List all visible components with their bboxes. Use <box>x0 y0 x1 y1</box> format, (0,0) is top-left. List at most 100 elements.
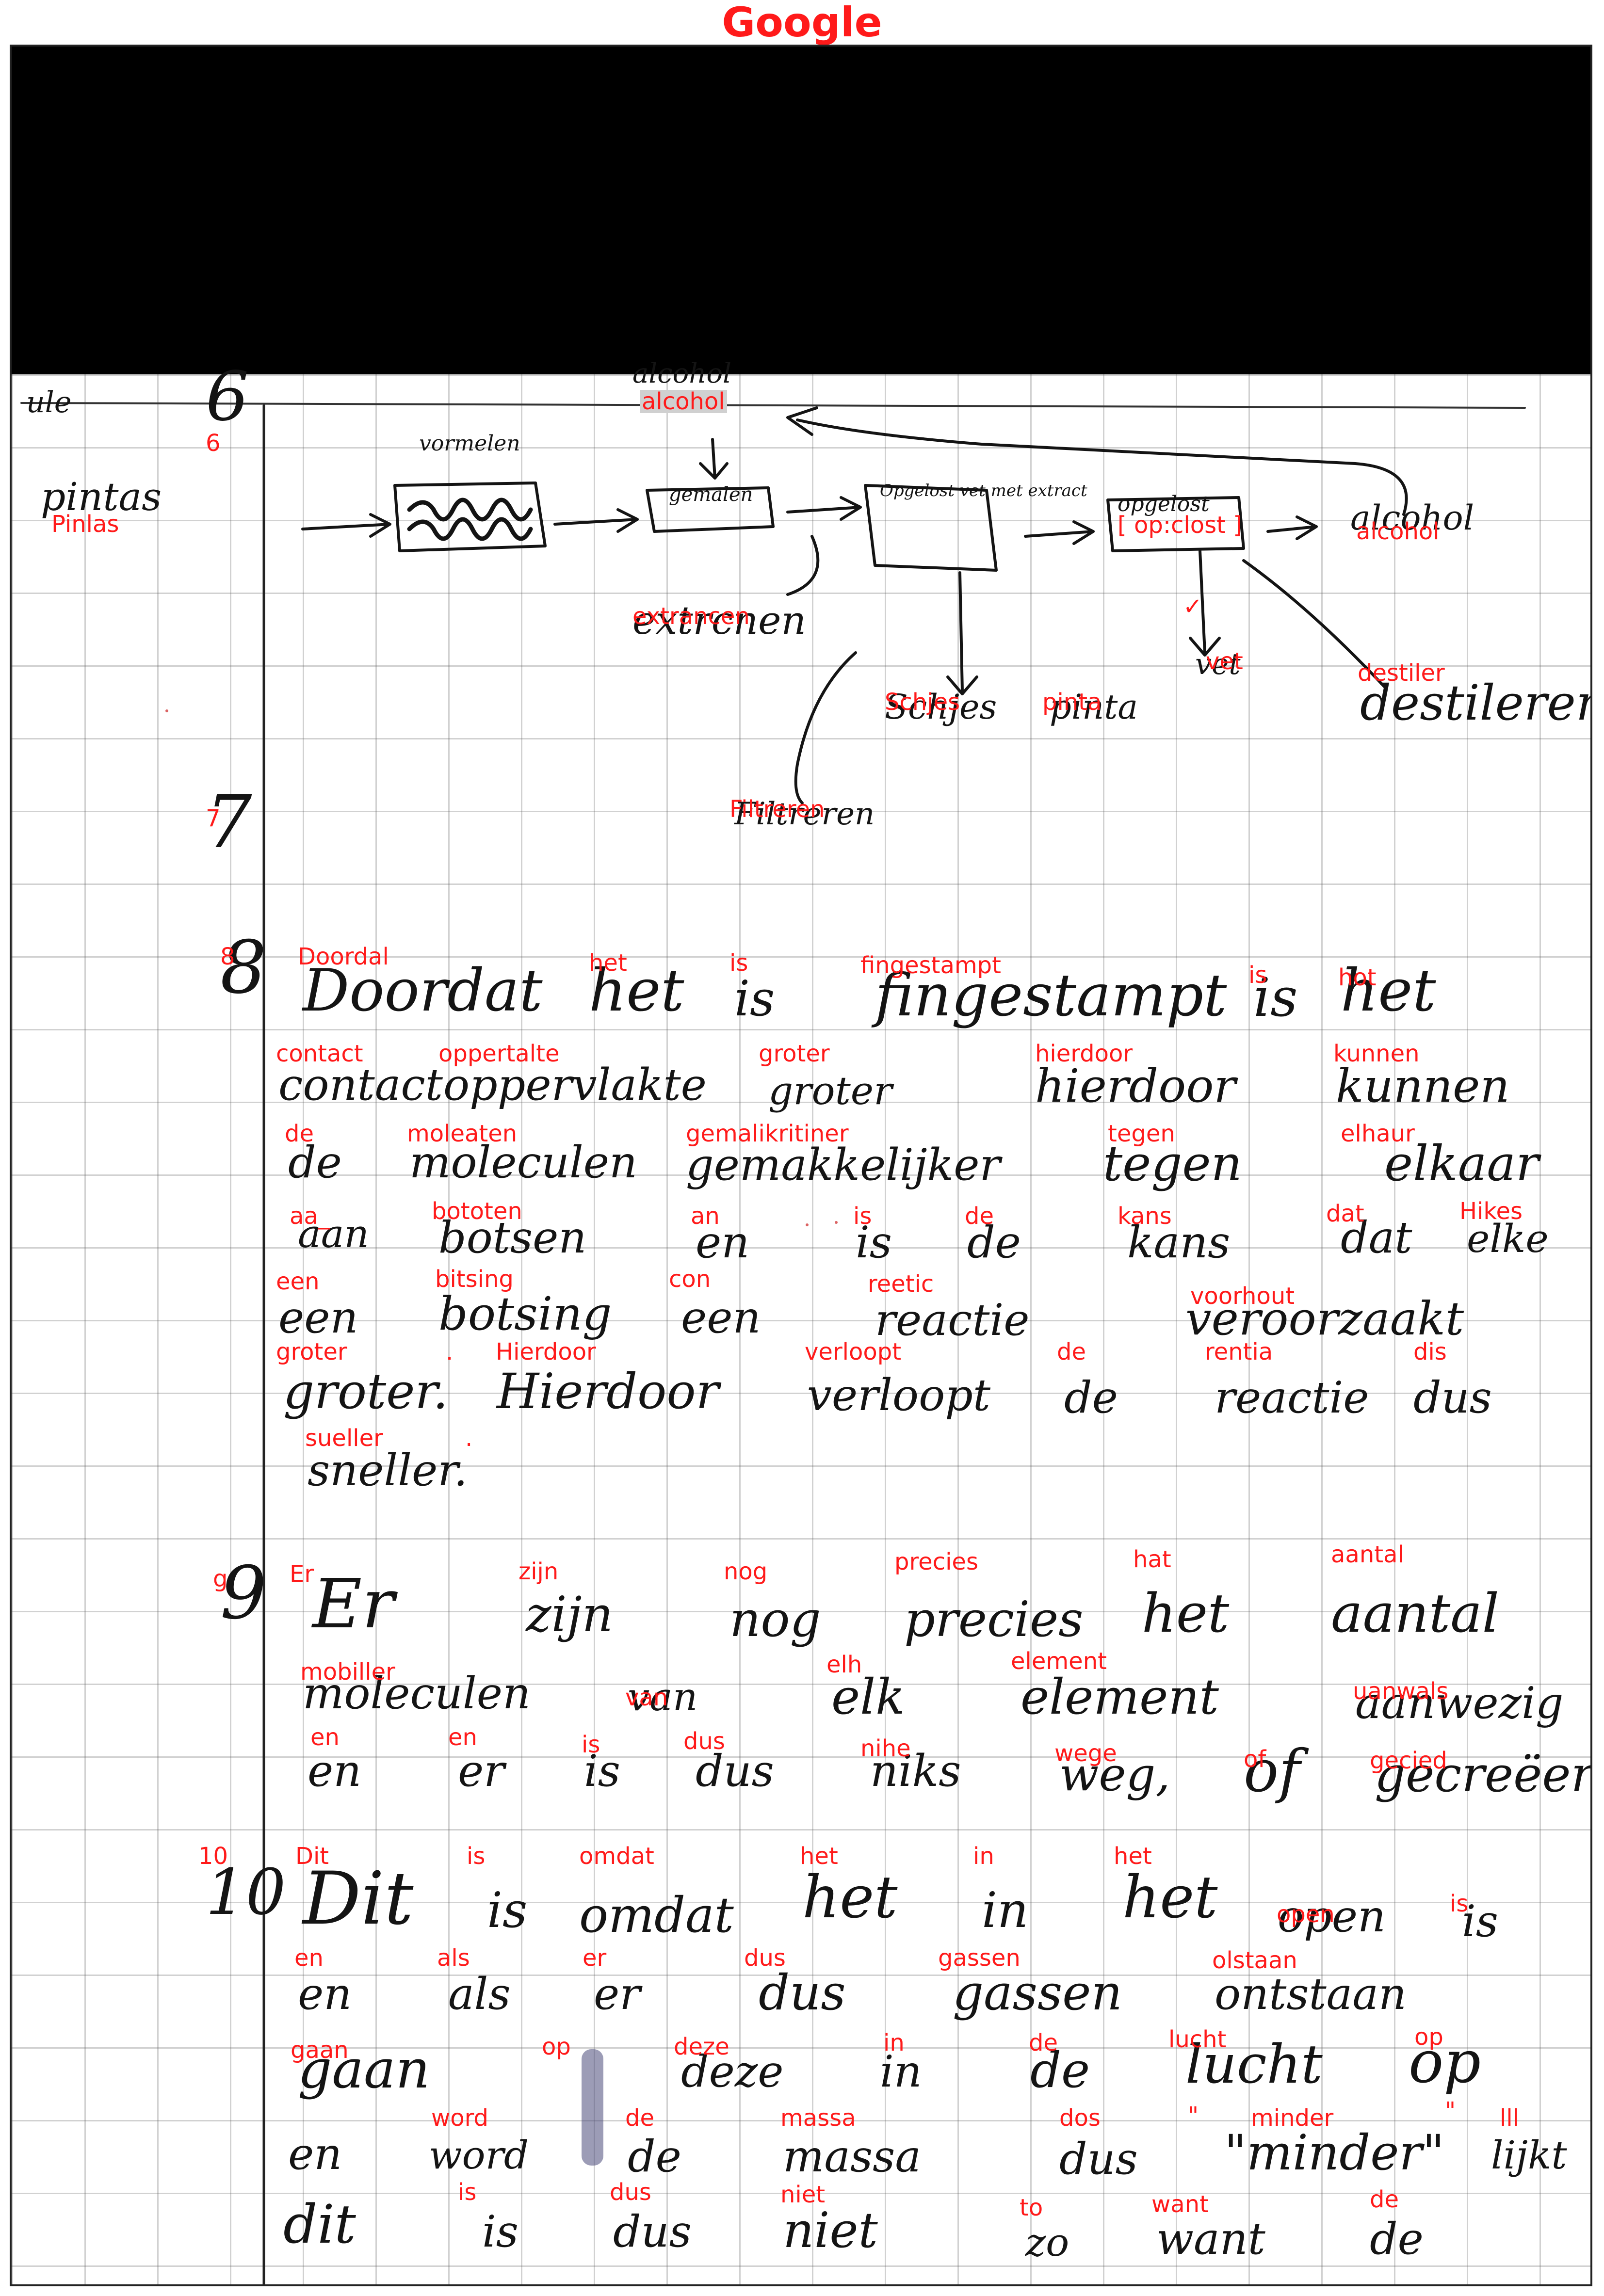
ocr-label: tegen <box>1108 1120 1175 1147</box>
handwritten-word: gemakkelijker <box>686 1139 1001 1190</box>
ocr-label: vet <box>1206 648 1243 675</box>
handwritten-word: reactie <box>875 1294 1030 1346</box>
ocr-label: is <box>458 2179 477 2206</box>
handwritten-word: Hierdoor <box>497 1363 719 1420</box>
handwritten-word: kunnen <box>1336 1060 1510 1113</box>
handwritten-word: botsing <box>438 1287 612 1341</box>
handwritten-word: en <box>288 2128 342 2180</box>
handwritten-word: Er <box>312 1565 395 1644</box>
ocr-label: 10 <box>198 1843 228 1870</box>
handwritten-word: massa <box>783 2131 922 2182</box>
handwritten-word: in <box>880 2046 922 2097</box>
handwritten-word: tegen <box>1103 1135 1242 1192</box>
ocr-label: bitsing <box>435 1266 514 1293</box>
handwritten-word: botsen <box>438 1212 587 1263</box>
handwritten-word: er <box>458 1745 505 1797</box>
ocr-label: groter <box>276 1338 347 1365</box>
handwritten-word: of <box>1244 1738 1300 1805</box>
ocr-label: hot <box>1338 964 1377 991</box>
handwritten-word: als <box>448 1968 511 2020</box>
ocr-label: lll <box>1500 2104 1520 2132</box>
ocr-label: het <box>800 1843 838 1870</box>
ocr-label: in <box>883 2029 905 2056</box>
ocr-label: uanwals <box>1353 1678 1449 1705</box>
ocr-label: en <box>310 1724 340 1751</box>
ocr-label: voorhout <box>1190 1283 1295 1310</box>
ocr-label: 6 <box>206 430 221 457</box>
ocr-label: Pinlas <box>51 511 119 538</box>
handwritten-word: is <box>482 2206 518 2257</box>
handwritten-word: vormelen <box>419 431 520 456</box>
handwritten-word: zijn <box>526 1586 614 1643</box>
handwritten-word: gecreëerd <box>1375 1746 1592 1803</box>
handwritten-word: er <box>594 1968 641 2020</box>
graph-paper <box>12 374 1590 2284</box>
handwritten-word: een <box>681 1292 761 1343</box>
ocr-label: dus <box>610 2179 651 2206</box>
ocr-label: . <box>446 1338 454 1365</box>
handwritten-word: elkaar <box>1384 1135 1539 1192</box>
ocr-label: lucht <box>1168 2026 1227 2053</box>
handwritten-word: lijkt <box>1491 2133 1567 2178</box>
handwritten-word: Opgelost vet met extract <box>880 481 1087 501</box>
ocr-label: dus <box>744 1944 786 1972</box>
ocr-label: de <box>285 1120 314 1147</box>
handwritten-word: ontstaan <box>1215 1968 1407 2020</box>
handwritten-word: groter <box>768 1068 892 1113</box>
ocr-label: oppertalte <box>438 1040 560 1067</box>
ocr-label: wege <box>1054 1740 1117 1767</box>
ocr-label: van <box>625 1684 668 1711</box>
handwritten-word: want <box>1156 2213 1265 2264</box>
handwritten-word: vet <box>1195 647 1241 681</box>
ocr-label: element <box>1011 1648 1107 1675</box>
ocr-label: is <box>582 1731 600 1758</box>
handwritten-word: ule <box>26 385 72 419</box>
ocr-label: to <box>1020 2194 1043 2221</box>
handwritten-word: aanwezig <box>1355 1677 1564 1729</box>
ocr-label: omdat <box>579 1843 654 1870</box>
handwritten-word: precies <box>904 1591 1084 1648</box>
handwritten-word: kans <box>1127 1217 1231 1268</box>
ocr-label: " <box>1188 2102 1199 2129</box>
handwritten-word: het <box>589 957 684 1025</box>
ocr-label: de <box>1370 2186 1399 2213</box>
ocr-label: is <box>853 1203 872 1230</box>
ocr-label: is <box>1248 962 1267 989</box>
ocr-label: " <box>1445 2097 1456 2124</box>
handwritten-word: de <box>967 1217 1021 1268</box>
handwritten-word: deze <box>681 2046 784 2097</box>
handwritten-word: veroorzaakt <box>1185 1292 1464 1346</box>
ocr-label: hat <box>1133 1546 1171 1573</box>
handwritten-word: 9 <box>220 1551 267 1636</box>
handwritten-word: is <box>1253 966 1298 1028</box>
ocr-label: hierdoor <box>1035 1040 1133 1067</box>
handwritten-word: en <box>308 1745 362 1797</box>
handwritten-word: dit <box>283 2193 356 2255</box>
ocr-label: is <box>729 949 748 977</box>
ocr-label: of <box>1244 1746 1266 1773</box>
ocr-label: groter <box>759 1040 830 1067</box>
handwritten-word: niks <box>870 1745 961 1797</box>
ocr-label: destiler <box>1358 659 1445 687</box>
ocr-label: reetic <box>868 1270 934 1298</box>
handwritten-word: extrcnen <box>632 598 807 643</box>
handwritten-word: fingestampt <box>875 962 1227 1029</box>
ocr-label: de <box>625 2104 654 2132</box>
ocr-label: sueller <box>305 1425 383 1452</box>
ocr-label: minder <box>1251 2104 1334 2132</box>
handwritten-word: 6 <box>206 357 249 436</box>
ocr-label: mobiller <box>300 1658 395 1686</box>
handwritten-word: element <box>1021 1669 1219 1725</box>
handwritten-word: is <box>856 1217 892 1268</box>
ocr-label: alcohol <box>1356 518 1440 545</box>
handwritten-word: dus <box>613 2206 692 2257</box>
handwritten-word: op <box>1409 2029 1481 2096</box>
handwritten-word: aan <box>298 1211 369 1256</box>
ocr-label: het <box>1114 1843 1152 1870</box>
ocr-label: g <box>213 1565 228 1592</box>
handwritten-word: open <box>1278 1891 1386 1942</box>
handwritten-word: is <box>1462 1895 1498 1947</box>
handwritten-word: zo <box>1025 2220 1069 2265</box>
ocr-label: precies <box>894 1548 978 1575</box>
ocr-label: aa_ <box>290 1203 330 1230</box>
